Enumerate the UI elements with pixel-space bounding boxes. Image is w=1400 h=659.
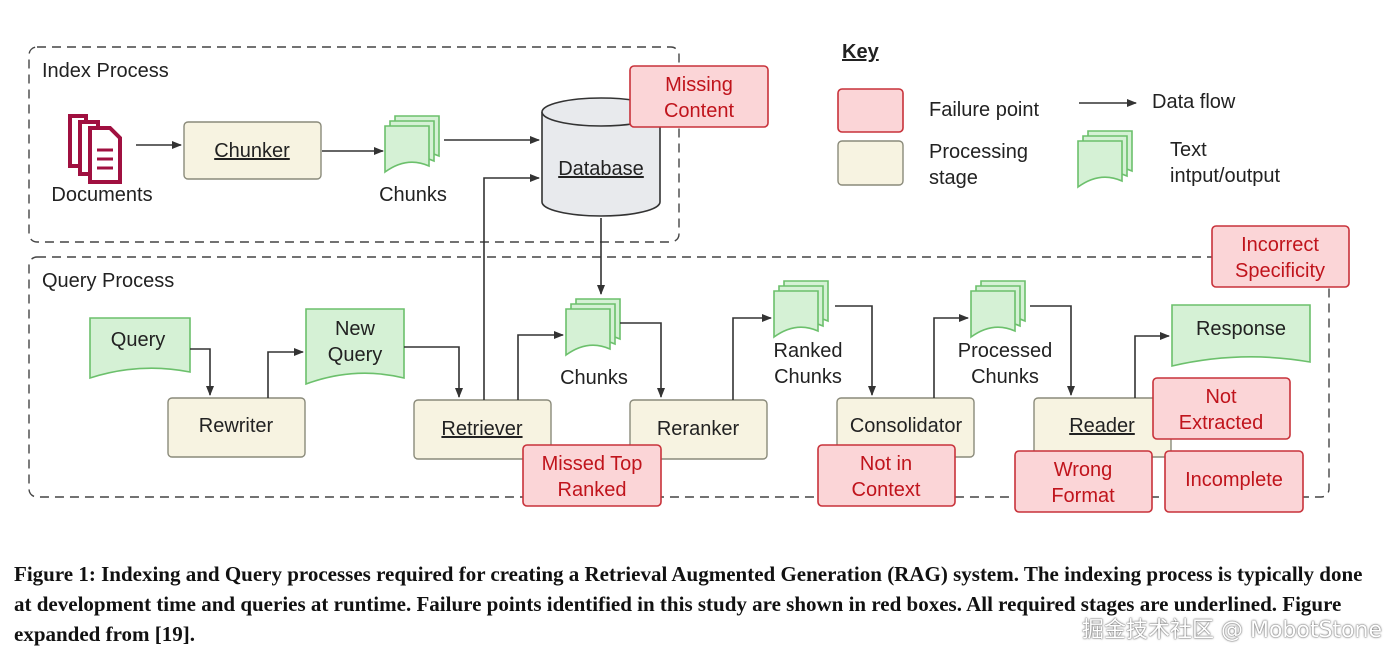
retriever-label: Retriever xyxy=(441,418,522,440)
documents-label: Documents xyxy=(51,184,152,206)
query-chunks-icon xyxy=(565,298,621,356)
rewriter-box xyxy=(167,397,306,458)
database-label: Database xyxy=(558,158,644,180)
processed-chunks-icon xyxy=(970,280,1026,338)
key-text-io-label-1: Text xyxy=(1170,139,1207,161)
key-legend: Key Failure point Processing stage Data … xyxy=(837,41,1281,189)
arrow-chunks-to-reranker xyxy=(620,322,665,398)
arrow-retriever-to-database xyxy=(483,174,540,400)
failure-not-in-context: Not in Context xyxy=(817,444,956,507)
new-query-label-2: Query xyxy=(328,344,382,366)
arrow-retriever-to-chunks xyxy=(517,331,564,400)
key-failure-swatch xyxy=(837,88,904,133)
svg-text:Incorrect: Incorrect xyxy=(1241,234,1319,256)
reranker-box xyxy=(629,399,768,460)
ranked-chunks-label-2: Chunks xyxy=(774,366,842,388)
key-processing-label-1: Processing xyxy=(929,141,1028,163)
rewriter-label: Rewriter xyxy=(199,415,274,437)
svg-text:Missed Top: Missed Top xyxy=(542,453,643,475)
new-query-shape xyxy=(305,308,405,386)
database-cylinder xyxy=(541,97,661,217)
svg-text:Format: Format xyxy=(1051,485,1115,507)
arrow-newquery-to-retriever xyxy=(404,346,463,398)
index-process-title: Index Process xyxy=(42,60,169,82)
failure-missing-content: Missing Content xyxy=(629,65,769,128)
key-processing-swatch xyxy=(837,140,904,186)
key-text-io-label-2: intput/output xyxy=(1170,165,1281,187)
reader-label: Reader xyxy=(1069,415,1135,437)
query-chunks-label: Chunks xyxy=(560,367,628,389)
svg-text:Not in: Not in xyxy=(860,453,912,475)
svg-text:Ranked: Ranked xyxy=(558,479,627,501)
figure-caption: Figure 1: Indexing and Query processes r… xyxy=(14,562,1363,646)
processed-chunks-label-2: Chunks xyxy=(971,366,1039,388)
svg-text:Context: Context xyxy=(852,479,921,501)
ranked-chunks-label-1: Ranked xyxy=(774,340,843,362)
arrow-reader-to-response xyxy=(1134,332,1170,398)
svg-text:Content: Content xyxy=(664,100,734,122)
query-shape xyxy=(89,317,191,380)
svg-text:Not: Not xyxy=(1205,386,1237,408)
index-chunks-label: Chunks xyxy=(379,184,447,206)
svg-text:Specificity: Specificity xyxy=(1235,260,1325,282)
failure-wrong-format: Wrong Format xyxy=(1014,450,1153,513)
retriever-box xyxy=(413,399,552,460)
failure-not-extracted: Not Extracted xyxy=(1152,377,1291,440)
new-query-label-1: New xyxy=(335,318,376,340)
query-process-border xyxy=(28,256,1330,498)
ranked-chunks-icon xyxy=(773,280,829,338)
key-failure-label: Failure point xyxy=(929,99,1040,121)
response-label: Response xyxy=(1196,318,1286,340)
arrow-rewriter-to-newquery xyxy=(267,348,304,398)
arrow-processed-to-reader xyxy=(1030,305,1075,396)
key-data-flow-label: Data flow xyxy=(1152,91,1236,113)
response-shape xyxy=(1171,304,1311,368)
rag-diagram: Index Process Documents Chunker Chunks D… xyxy=(28,41,1350,513)
consolidator-label: Consolidator xyxy=(850,415,963,437)
svg-text:Incomplete: Incomplete xyxy=(1185,469,1283,491)
index-process-region: Index Process Documents Chunker Chunks D… xyxy=(28,46,680,243)
failure-incomplete: Incomplete xyxy=(1164,450,1304,513)
key-title: Key xyxy=(842,41,880,63)
processed-chunks-label-1: Processed xyxy=(958,340,1053,362)
chunker-label: Chunker xyxy=(214,140,290,162)
index-chunks-icon xyxy=(384,115,440,173)
index-process-border xyxy=(28,46,680,243)
key-text-io-icon xyxy=(1077,130,1133,188)
chunker-box xyxy=(183,121,322,180)
arrow-ranked-to-consolidator xyxy=(835,305,876,396)
reranker-label: Reranker xyxy=(657,418,740,440)
documents-icon xyxy=(68,114,122,184)
svg-text:Extracted: Extracted xyxy=(1179,412,1263,434)
svg-text:Wrong: Wrong xyxy=(1054,459,1113,481)
arrow-reranker-to-ranked xyxy=(732,314,772,400)
arrow-consolidator-to-processed xyxy=(933,314,969,398)
watermark: 掘金技术社区 @ MobotStone xyxy=(1081,618,1382,643)
query-label: Query xyxy=(111,329,165,351)
key-processing-label-2: stage xyxy=(929,167,978,189)
query-process-region: Query Process Query Rewriter New Query R… xyxy=(28,174,1330,498)
failure-incorrect-specificity: Incorrect Specificity xyxy=(1211,225,1350,288)
arrow-query-to-rewriter xyxy=(190,348,214,396)
svg-text:Missing: Missing xyxy=(665,74,733,96)
failure-missed-top-ranked: Missed Top Ranked xyxy=(522,444,662,507)
query-process-title: Query Process xyxy=(42,270,174,292)
